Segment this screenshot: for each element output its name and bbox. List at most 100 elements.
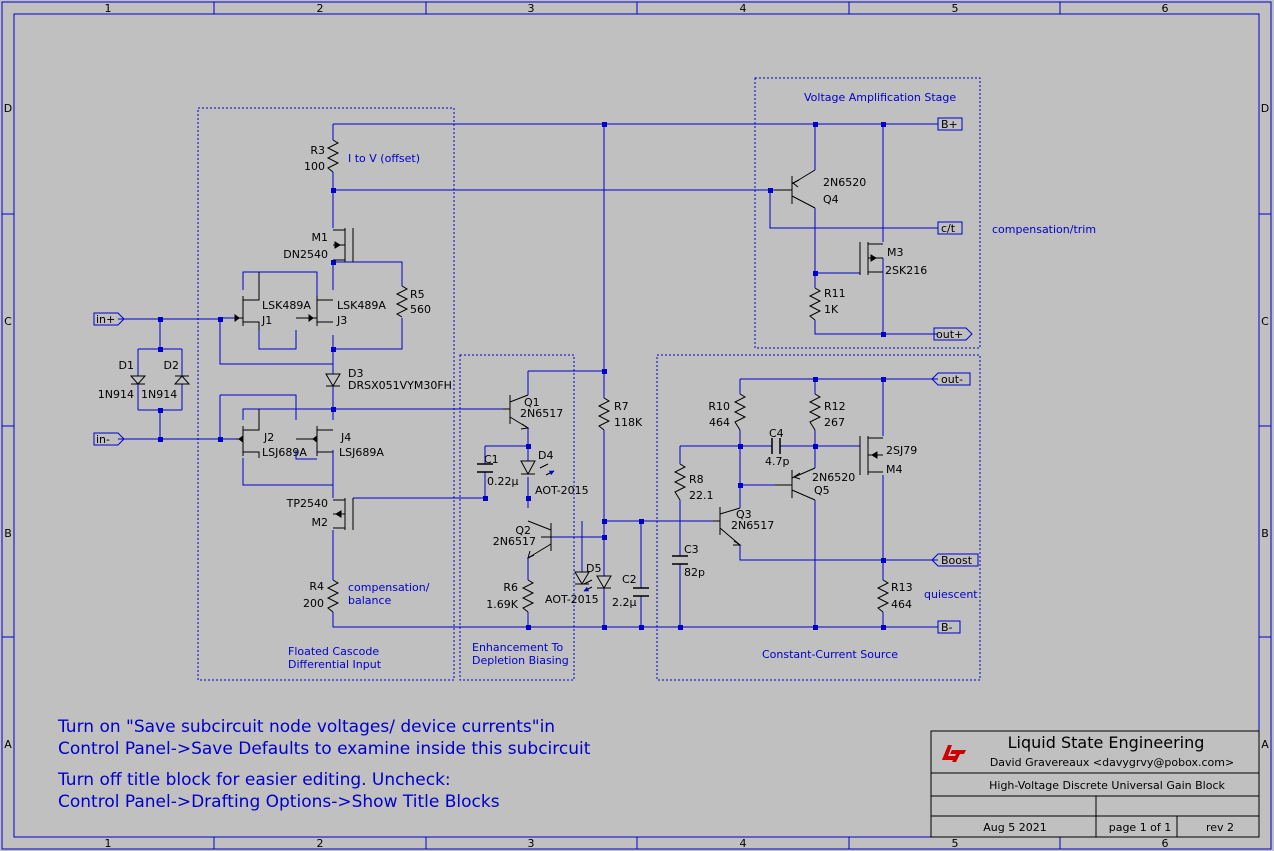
r13-value: 464 xyxy=(891,598,912,611)
vas-title: Voltage Amplification Stage xyxy=(804,91,956,104)
diode-d2 xyxy=(173,375,191,385)
title-block-text: Liquid State Engineering David Gravereau… xyxy=(983,733,1234,834)
resistor-r13 xyxy=(876,579,890,613)
r3-value: 100 xyxy=(304,160,325,173)
j1-value: LSK489A xyxy=(262,299,311,312)
mosfet-m3 xyxy=(859,242,883,275)
sheet-page: page 1 of 1 xyxy=(1109,821,1172,834)
row-label: B xyxy=(4,527,12,540)
ccs-title: Constant-Current Source xyxy=(762,648,898,661)
led-arrows-d5 xyxy=(584,579,593,591)
resistor-r3 xyxy=(326,139,340,173)
c3-ref: C3 xyxy=(684,543,699,556)
j2-ref: J2 xyxy=(263,431,274,444)
block-boxes xyxy=(197,77,981,681)
instruction-line-3: Turn off title block for easier editing.… xyxy=(57,770,451,790)
junction-dots xyxy=(158,122,886,630)
bjt-q5 xyxy=(775,467,816,501)
col-label: 6 xyxy=(1162,837,1169,850)
port-b-minus-flag xyxy=(937,620,961,634)
port-b-plus-label: B+ xyxy=(941,118,958,131)
c3-value: 82p xyxy=(684,566,705,579)
port-in-minus-flag xyxy=(93,432,125,446)
vas-box xyxy=(754,77,981,349)
r12-value: 267 xyxy=(824,416,845,429)
sheet-date: Aug 5 2021 xyxy=(983,821,1046,834)
resistor-r5 xyxy=(395,285,409,318)
q4-ref: Q4 xyxy=(823,193,839,206)
col-label: 3 xyxy=(528,837,535,850)
c4-value: 4.7p xyxy=(765,455,789,468)
r7-ref: R7 xyxy=(614,400,629,413)
r7-value: 118K xyxy=(614,416,643,429)
diode-d3 xyxy=(325,373,341,387)
col-label: 1 xyxy=(105,837,112,850)
col-label: 2 xyxy=(317,837,324,850)
resistors xyxy=(326,139,890,613)
jfet-j4 xyxy=(296,426,333,456)
enh-title-2: Depletion Biasing xyxy=(472,654,569,667)
comp-trim-note: compensation/trim xyxy=(992,223,1096,236)
c1-value: 0.22µ xyxy=(487,475,519,488)
author: David Gravereaux <davygrvy@pobox.com> xyxy=(990,756,1234,769)
d2-ref: D2 xyxy=(164,359,179,372)
r4-ref: R4 xyxy=(309,580,324,593)
col-label: 1 xyxy=(105,2,112,15)
m2-ref: M2 xyxy=(312,516,329,529)
r11-value: 1K xyxy=(824,303,839,316)
company-name: Liquid State Engineering xyxy=(1008,733,1205,752)
c1-ref: C1 xyxy=(484,453,499,466)
row-label: C xyxy=(1261,315,1269,328)
comp-balance-note-1: compensation/ xyxy=(348,581,430,594)
lt-logo-icon xyxy=(942,745,966,762)
port-in-minus-label: in- xyxy=(96,433,110,446)
fets xyxy=(234,228,883,530)
col-label: 5 xyxy=(952,837,959,850)
r11-ref: R11 xyxy=(824,287,846,300)
row-label: A xyxy=(1261,738,1269,751)
port-out-plus-label: out+ xyxy=(936,328,963,341)
j3-value: LSK489A xyxy=(337,299,386,312)
r6-value: 1.69K xyxy=(486,598,518,611)
j2-value: LSJ689A xyxy=(262,446,307,459)
d5-ref: D5 xyxy=(586,562,601,575)
j4-value: LSJ689A xyxy=(339,446,384,459)
comp-balance-note-2: balance xyxy=(348,594,392,607)
port-labels: in+ in- B+ c/t out+ out- Boost B- xyxy=(96,118,973,634)
q3-value: 2N6517 xyxy=(731,519,774,532)
bjts xyxy=(503,169,816,559)
d1-value: 1N914 xyxy=(98,388,134,401)
resistor-r11 xyxy=(808,287,822,321)
capacitor-c3 xyxy=(672,555,688,565)
r13-ref: R13 xyxy=(891,581,913,594)
q2-ref: Q2 xyxy=(515,524,531,537)
port-boost-label: Boost xyxy=(941,554,973,567)
bjt-q1 xyxy=(503,394,530,430)
d3-value: DRSX051VYM30FH xyxy=(348,379,452,392)
instruction-line-2: Control Panel->Save Defaults to examine … xyxy=(58,739,591,759)
capacitor-c4 xyxy=(771,438,781,454)
capacitor-c2 xyxy=(633,587,649,597)
bjt-q3 xyxy=(713,507,742,546)
port-out-minus-label: out- xyxy=(941,373,963,386)
r5-value: 560 xyxy=(410,303,431,316)
row-label: A xyxy=(4,738,12,751)
sheet-rev: rev 2 xyxy=(1206,821,1234,834)
m4-ref: M4 xyxy=(886,463,903,476)
col-label: 2 xyxy=(317,2,324,15)
d3-ref: D3 xyxy=(348,367,363,380)
instruction-line-4: Control Panel->Drafting Options->Show Ti… xyxy=(58,792,500,812)
m3-ref: M3 xyxy=(887,246,904,259)
capacitor-c1 xyxy=(477,463,493,473)
floated-title-2: Differential Input xyxy=(288,658,382,671)
r3-ref: R3 xyxy=(310,144,325,157)
r12-ref: R12 xyxy=(824,400,846,413)
q5-value: 2N6520 xyxy=(812,471,855,484)
row-label: D xyxy=(4,102,12,115)
d5-value: AOT-2015 xyxy=(545,593,599,606)
j4-ref: J4 xyxy=(340,431,351,444)
enh-title-1: Enhancement To xyxy=(472,641,564,654)
j3-ref: J3 xyxy=(336,314,347,327)
